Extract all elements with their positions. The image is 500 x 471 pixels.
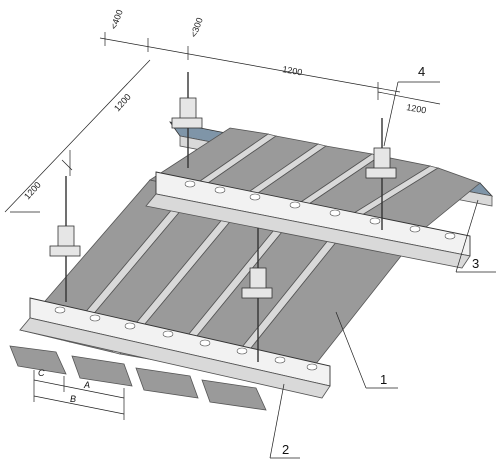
hanger-clip — [241, 287, 273, 299]
ceiling-panels — [19, 127, 481, 385]
panel-profiles-front — [9, 345, 267, 411]
panel-profile — [135, 367, 199, 399]
leader-4 — [383, 81, 399, 147]
rail-hole — [249, 193, 261, 201]
dim-letter-c: C — [38, 368, 45, 378]
rail-hole — [184, 180, 196, 188]
leader-2 — [269, 383, 285, 459]
suspension-hangers — [49, 72, 397, 362]
dim-tick — [61, 159, 73, 171]
carrier-rail-flange — [19, 317, 331, 399]
hanger-clip — [49, 245, 81, 257]
rail-hole — [162, 330, 174, 338]
callout-leaders — [269, 81, 496, 459]
rail-hole — [89, 314, 101, 322]
dim-label-top-middle: <300 — [188, 16, 204, 38]
leader-3 — [455, 199, 479, 273]
dim-label-right-span: 1200 — [406, 102, 427, 115]
rail-hole — [236, 347, 248, 355]
callout-4: 4 — [418, 64, 425, 79]
carrier-rail-flange — [145, 193, 471, 269]
dimension-lines — [4, 32, 441, 213]
panel-profile — [201, 379, 267, 411]
dim-line-left — [4, 59, 151, 213]
rail-hole — [289, 201, 301, 209]
hanger-clip — [171, 117, 203, 129]
panel-profile — [71, 355, 133, 387]
rail-hole — [306, 363, 318, 371]
dim-line-c — [33, 379, 65, 387]
rail-hole — [124, 322, 136, 330]
rail-hole — [54, 306, 66, 314]
dim-label-left-diag-1: 1200 — [112, 92, 133, 114]
dim-line-right — [377, 91, 441, 105]
rail-hole — [274, 356, 286, 364]
dim-label-top-span: 1200 — [282, 64, 303, 77]
dim-letter-b: B — [70, 394, 76, 404]
rail-hole — [409, 225, 421, 233]
dim-label-top-left: <400 — [108, 8, 124, 30]
callout-1: 1 — [380, 372, 387, 387]
leader-1 — [335, 311, 367, 389]
carrier-rail-front — [19, 297, 331, 399]
carrier-rail-back — [145, 171, 471, 269]
dim-letter-a: A — [83, 380, 90, 390]
rail-hole — [369, 217, 381, 225]
dim-line-top — [99, 37, 401, 93]
callout-2: 2 — [282, 442, 289, 457]
rail-hole — [199, 339, 211, 347]
callout-3: 3 — [472, 256, 479, 271]
rail-hole — [214, 186, 226, 194]
rail-hole — [329, 209, 341, 217]
panel-width-dimensions — [33, 370, 125, 420]
dim-line-a — [63, 385, 125, 399]
rail-hole — [444, 232, 456, 240]
dim-line-b — [33, 395, 125, 415]
hanger-clip — [365, 167, 397, 179]
panel-profile — [9, 345, 67, 375]
dim-label-left-diag-2: 1200 — [22, 180, 43, 202]
